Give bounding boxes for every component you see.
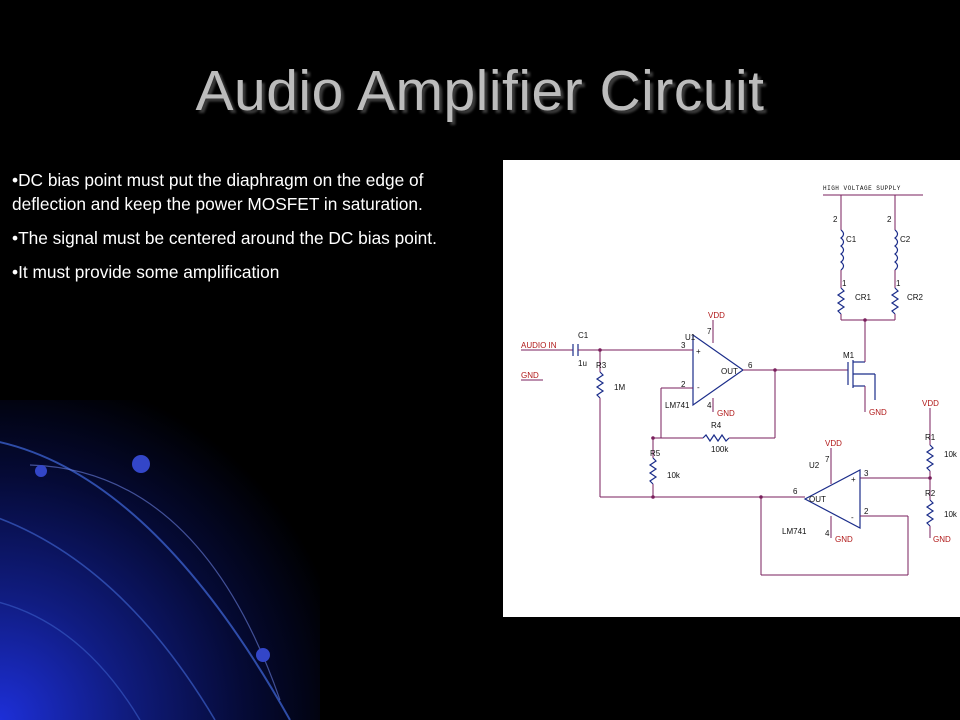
component-label: R5: [650, 449, 661, 458]
net-label: GND: [869, 408, 887, 417]
junction-dot: [928, 476, 932, 480]
opamp-minus: -: [851, 513, 854, 522]
coil-c2: [894, 229, 899, 271]
pin-label: 1: [896, 279, 901, 288]
resistor-r5: [648, 457, 658, 485]
bullet-item: The signal must be centered around the D…: [12, 226, 490, 250]
opamp-output-label: OUT: [721, 367, 738, 376]
bullet-item: DC bias point must put the diaphragm on …: [12, 168, 490, 216]
pin-label: 2: [681, 380, 686, 389]
resistor-r3: [595, 371, 605, 399]
pin-label: 6: [793, 487, 798, 496]
opamp-plus: +: [851, 475, 856, 484]
background-arc: [29, 464, 281, 701]
background-glow: [0, 400, 320, 720]
net-label: VDD: [922, 399, 939, 408]
junction-dot: [863, 318, 867, 322]
junction-dot: [651, 495, 655, 499]
pin-label: 4: [707, 401, 712, 410]
resistor-r4: [702, 433, 730, 443]
schematic-panel: HIGH VOLTAGE SUPPLY 2 2 C1 C2 1 1 CR1 CR…: [503, 160, 960, 617]
net-label: VDD: [708, 311, 725, 320]
net-label-gnd: GND: [521, 371, 539, 380]
component-value: 10k: [944, 450, 958, 459]
junction-dot: [598, 348, 602, 352]
net-label-audio-in: AUDIO IN: [521, 341, 557, 350]
junction-dot: [773, 368, 777, 372]
component-label: U1: [685, 333, 696, 342]
background-arc: [0, 517, 216, 720]
resistor-cr1: [836, 287, 846, 315]
junction-dot: [651, 436, 655, 440]
opamp-plus: +: [696, 347, 701, 356]
component-label: CR2: [907, 293, 924, 302]
background-dot: [256, 648, 270, 662]
component-label: U2: [809, 461, 820, 470]
opamp-u2: [803, 469, 861, 529]
slide-title: Audio Amplifier Circuit: [195, 59, 765, 123]
junction-dot: [759, 495, 763, 499]
bullet-item: It must provide some amplification: [12, 260, 490, 284]
pin-label: 2: [864, 507, 869, 516]
opamp-output-label: OUT: [809, 495, 826, 504]
background-arc: [0, 601, 141, 720]
pin-label: 2: [833, 215, 838, 224]
net-label: VDD: [825, 439, 842, 448]
component-label: C2: [900, 235, 911, 244]
net-label: GND: [717, 409, 735, 418]
coil-c1: [840, 229, 845, 271]
pin-label: 6: [748, 361, 753, 370]
component-label: R3: [596, 361, 607, 370]
background-arc: [0, 441, 291, 720]
component-label: R2: [925, 489, 936, 498]
pin-label: 7: [825, 455, 830, 464]
pin-label: 7: [707, 327, 712, 336]
pin-label: 3: [864, 469, 869, 478]
component-value: 1M: [614, 383, 625, 392]
net-label: GND: [933, 535, 951, 544]
background-dot: [132, 455, 150, 473]
component-label: C1: [846, 235, 857, 244]
opamp-u1: [692, 333, 745, 407]
opamp-minus: -: [697, 383, 700, 392]
pin-label: 2: [887, 215, 892, 224]
circuit-schematic: HIGH VOLTAGE SUPPLY 2 2 C1 C2 1 1 CR1 CR…: [521, 185, 958, 576]
net-label: GND: [835, 535, 853, 544]
component-label: R1: [925, 433, 936, 442]
component-part: LM741: [665, 401, 690, 410]
bullet-list: DC bias point must put the diaphragm on …: [12, 168, 490, 294]
background-dot: [35, 465, 47, 477]
component-label: C1: [578, 331, 589, 340]
component-label: M1: [843, 351, 855, 360]
component-part: LM741: [782, 527, 807, 536]
component-value: 1u: [578, 359, 587, 368]
pin-label: 3: [681, 341, 686, 350]
component-value: 10k: [667, 471, 681, 480]
resistor-r2: [925, 499, 935, 527]
component-label: CR1: [855, 293, 872, 302]
component-label: R4: [711, 421, 722, 430]
component-value: 10k: [944, 510, 958, 519]
pin-label: 1: [842, 279, 847, 288]
pin-label: 4: [825, 529, 830, 538]
resistor-cr2: [890, 287, 900, 315]
hv-supply-label: HIGH VOLTAGE SUPPLY: [823, 185, 901, 192]
component-value: 100k: [711, 445, 729, 454]
resistor-r1: [925, 444, 935, 472]
